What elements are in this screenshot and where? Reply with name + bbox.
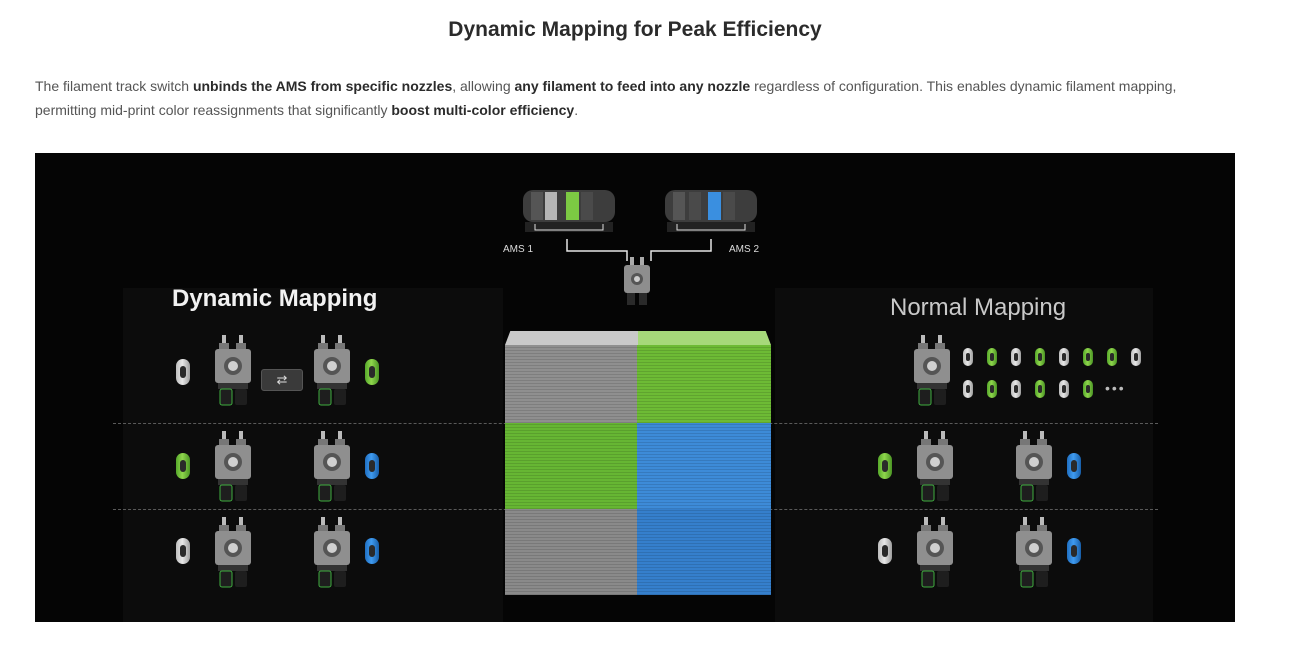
green-filament-spool-icon (1035, 348, 1045, 366)
blue-filament-spool-icon (365, 538, 379, 564)
dynamic-mapping-heading: Dynamic Mapping (172, 285, 378, 312)
blue-filament-spool-icon (365, 453, 379, 479)
cube-top (505, 331, 771, 345)
nozzle-right-icon (1014, 517, 1054, 589)
nozzle-left-icon (915, 517, 955, 589)
gray-filament-spool-icon (176, 538, 190, 564)
gray-filament-spool-icon (1131, 348, 1141, 366)
cube-green-block (505, 423, 637, 509)
gray-filament-spool-icon (176, 359, 190, 385)
gray-filament-spool-icon (1011, 380, 1021, 398)
printed-cube-model (505, 331, 771, 595)
ams-unit-1-icon (523, 190, 615, 232)
more-ellipsis: ••• (1105, 380, 1126, 396)
nozzle-left-icon (213, 335, 253, 407)
swap-arrows-icon: ⇄ (261, 369, 303, 391)
mapping-illustration: AMS 1 AMS 2 Dynamic Mapping Normal Mappi… (35, 153, 1235, 622)
cube-gray-block (505, 345, 637, 423)
gray-filament-spool-icon (1059, 348, 1069, 366)
green-filament-spool-icon (987, 348, 997, 366)
gray-filament-spool-icon (1011, 348, 1021, 366)
right-panel-bg (775, 288, 1153, 622)
cube-blue-block (637, 509, 771, 595)
green-filament-spool-icon (987, 380, 997, 398)
section-description: The filament track switch unbinds the AM… (35, 78, 1177, 118)
nozzle-left-icon (213, 431, 253, 503)
green-filament-spool-icon (1107, 348, 1117, 366)
green-filament-spool-icon (176, 453, 190, 479)
nozzle-right-icon (312, 335, 352, 407)
gray-filament-spool-icon (878, 538, 892, 564)
cube-green-block (637, 345, 771, 423)
nozzle-right-icon (312, 431, 352, 503)
green-filament-spool-icon (365, 359, 379, 385)
gray-filament-spool-icon (963, 348, 973, 366)
filament-track-lines (566, 239, 712, 261)
green-filament-spool-icon (1083, 380, 1093, 398)
green-filament-spool-icon (1083, 348, 1093, 366)
filament-track-switch-icon (624, 257, 650, 305)
blue-filament-spool-icon (1067, 538, 1081, 564)
gray-filament-spool-icon (963, 380, 973, 398)
ams-unit-2-icon (665, 190, 757, 232)
green-filament-spool-icon (1035, 380, 1045, 398)
cube-gray-block (505, 509, 637, 595)
nozzle-left-icon (915, 431, 955, 503)
blue-filament-spool-icon (1067, 453, 1081, 479)
green-filament-spool-icon (878, 453, 892, 479)
ams-1-label: AMS 1 (503, 244, 534, 255)
gray-filament-spool-icon (1059, 380, 1069, 398)
section-title: Dynamic Mapping for Peak Efficiency (448, 18, 822, 41)
normal-mapping-heading: Normal Mapping (890, 294, 1067, 321)
cube-blue-block (637, 423, 771, 509)
nozzle-right-icon (1014, 431, 1054, 503)
nozzle-right-icon (312, 517, 352, 589)
nozzle-left-icon (213, 517, 253, 589)
nozzle-icon (912, 335, 952, 407)
ams-2-label: AMS 2 (729, 244, 760, 255)
